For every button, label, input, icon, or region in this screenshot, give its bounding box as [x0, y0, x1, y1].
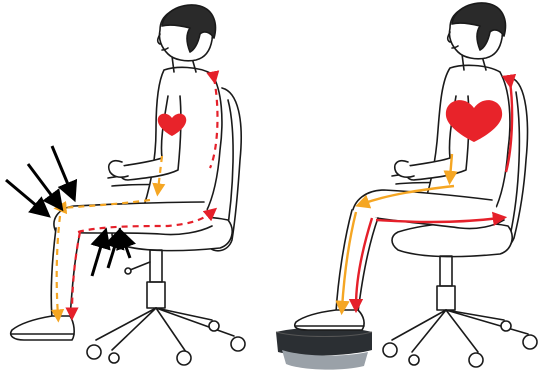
pressure-arrow-icon — [92, 236, 104, 276]
pressure-arrow-icon — [52, 146, 72, 194]
footrest-icon — [276, 328, 372, 370]
pressure-arrow-icon — [108, 236, 118, 268]
pressure-arrow-icon — [6, 180, 44, 212]
scene-with-footrest — [276, 3, 537, 370]
seated-person — [11, 5, 222, 340]
seated-person — [295, 3, 510, 330]
pressure-arrow-icon — [28, 164, 58, 204]
scene-without-footrest — [6, 5, 245, 365]
